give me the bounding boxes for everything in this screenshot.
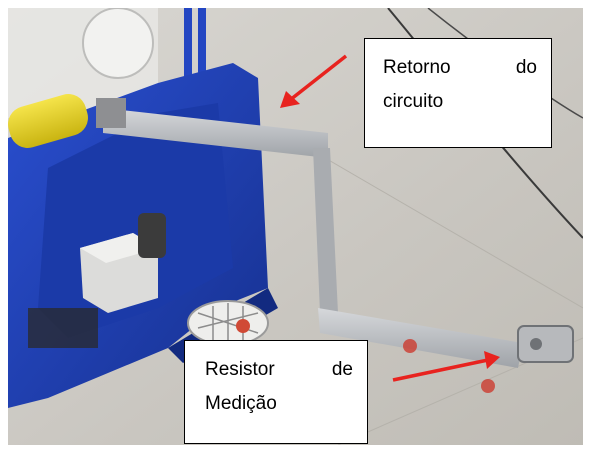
label-word: do (515, 57, 537, 78)
steel-strip-bottom (318, 308, 523, 368)
clamp-top (96, 98, 126, 128)
label-word: de (331, 359, 353, 380)
label-resistor-de-medicao: Resistor de Medição (184, 340, 368, 444)
red-arrow-icon (392, 351, 500, 382)
lamp-bulb (236, 319, 250, 333)
panel-disc (82, 8, 154, 79)
blue-post (184, 8, 192, 88)
steel-strip-vertical (313, 148, 338, 313)
label-word: Medição (205, 393, 277, 414)
yellow-tube (8, 94, 88, 148)
terminal-connector (517, 325, 574, 363)
floor-seam (307, 147, 583, 309)
red-arrow-icon (280, 54, 348, 108)
blue-post-2 (198, 8, 206, 88)
steel-strip-top (103, 108, 328, 158)
lamp-grid (197, 303, 259, 345)
label-word: Resistor (205, 359, 275, 380)
red-marker-2 (481, 379, 495, 393)
terminal-bolt (530, 338, 542, 350)
base-shadow (28, 308, 98, 348)
label-retorno-do-circuito: Retorno do circuito (364, 38, 552, 148)
label-word: circuito (383, 91, 444, 112)
red-marker (403, 339, 417, 353)
label-word: Retorno (383, 57, 451, 78)
transformer-coil (138, 213, 166, 258)
